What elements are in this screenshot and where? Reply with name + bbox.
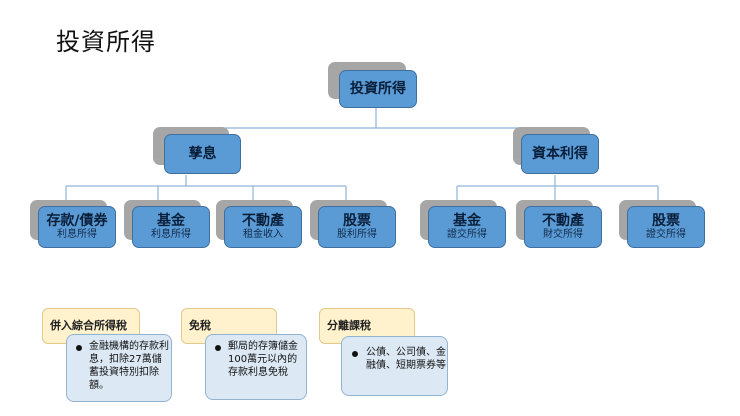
leaf-node-real-estate-rent: 不動產 租金收入 xyxy=(224,206,302,248)
leaf-label: 存款/債券 xyxy=(46,213,108,229)
interest-node: 孳息 xyxy=(164,134,241,174)
leaf-node-fund-securities: 基金 證交所得 xyxy=(428,206,506,248)
leaf-node-stock-securities: 股票 證交所得 xyxy=(627,206,705,248)
leaf-label: 不動產 xyxy=(242,213,284,229)
leaf-label: 不動產 xyxy=(542,213,584,229)
leaf-label: 股票 xyxy=(343,213,371,229)
leaf-node-deposit-bond: 存款/債券 利息所得 xyxy=(38,206,116,248)
leaf-sublabel: 財交所得 xyxy=(543,229,583,240)
note-tab-label: 分離課稅 xyxy=(327,319,371,332)
note-card-tax-free: 郵局的存簿儲金100萬元以內的存款利息免稅 xyxy=(205,334,307,400)
root-node: 投資所得 xyxy=(339,70,417,108)
leaf-label: 股票 xyxy=(652,213,680,229)
leaf-node-stock-dividend: 股票 股利所得 xyxy=(318,206,396,248)
capital-gain-node-label: 資本利得 xyxy=(532,146,588,162)
leaf-label: 基金 xyxy=(453,213,481,229)
leaf-node-real-estate-gain: 不動產 財交所得 xyxy=(524,206,602,248)
leaf-sublabel: 利息所得 xyxy=(151,229,191,240)
note-card-text: 公債、公司債、金融債、短期票券等 xyxy=(366,347,446,371)
note-tab-label: 免稅 xyxy=(189,319,211,332)
leaf-label: 基金 xyxy=(157,213,185,229)
leaf-sublabel: 租金收入 xyxy=(243,229,283,240)
note-tab-label: 併入綜合所得稅 xyxy=(50,319,127,332)
leaf-sublabel: 利息所得 xyxy=(57,229,97,240)
leaf-node-fund-interest: 基金 利息所得 xyxy=(132,206,210,248)
interest-node-label: 孳息 xyxy=(188,146,217,162)
leaf-sublabel: 股利所得 xyxy=(337,229,377,240)
slide-title: 投資所得 xyxy=(56,28,156,56)
note-card-consolidated-tax: 金融機構的存款利息，扣除27萬儲蓄投資特別扣除額。 xyxy=(66,334,172,402)
bullet-icon xyxy=(352,351,358,357)
note-card-separate-tax: 公債、公司債、金融債、短期票券等 xyxy=(341,336,448,396)
note-card-text: 郵局的存簿儲金100萬元以內的存款利息免稅 xyxy=(228,341,298,378)
root-node-label: 投資所得 xyxy=(350,81,406,97)
capital-gain-node: 資本利得 xyxy=(521,134,599,174)
leaf-sublabel: 證交所得 xyxy=(447,229,487,240)
note-card-text: 金融機構的存款利息，扣除27萬儲蓄投資特別扣除額。 xyxy=(89,341,169,391)
bullet-icon xyxy=(215,345,221,351)
leaf-sublabel: 證交所得 xyxy=(646,229,686,240)
bullet-icon xyxy=(76,345,82,351)
